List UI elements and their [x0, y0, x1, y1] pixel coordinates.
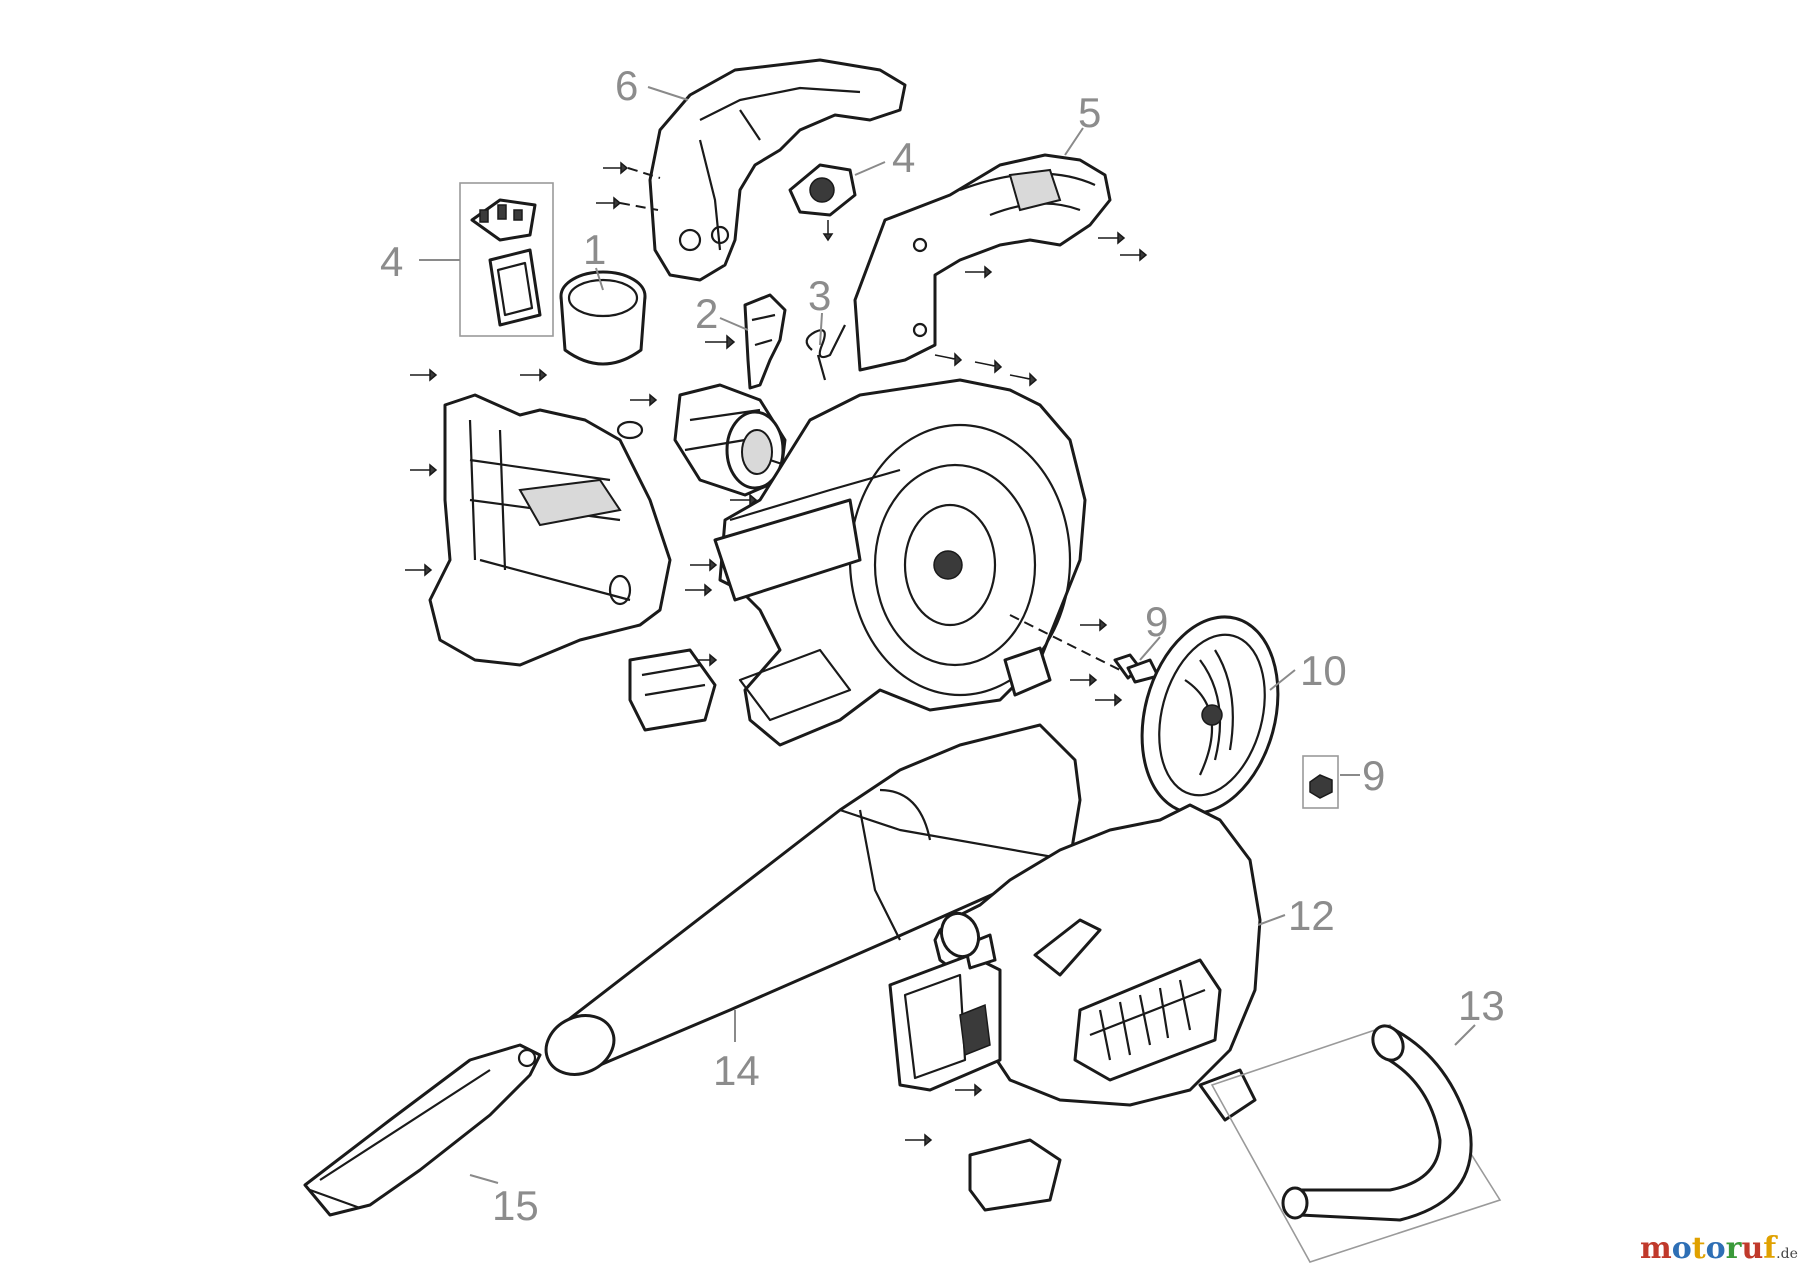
screws-left-housing	[405, 368, 658, 577]
motoruf-watermark: motoruf.de	[1640, 1231, 1798, 1266]
callout-numbers: 6 5 4 4 1 2 3 9 10 9 12 13 14 15	[380, 62, 1505, 1229]
callout-3: 3	[808, 272, 831, 319]
screws-part-6	[596, 161, 661, 211]
left-housing-half	[428, 393, 672, 667]
part-14-blower-tube	[544, 723, 1082, 1076]
part-4-circuit-board	[459, 182, 554, 337]
part-3-spring	[805, 324, 846, 381]
callout-4-board: 4	[380, 238, 403, 285]
callout-15: 15	[492, 1182, 539, 1229]
part-1-ring	[559, 270, 647, 366]
part-13-pipe	[1210, 1024, 1502, 1263]
callout-9-nut: 9	[1362, 752, 1385, 799]
callout-4-switch: 4	[892, 134, 915, 181]
part-2-trigger	[705, 293, 787, 390]
callout-14: 14	[713, 1047, 760, 1094]
callout-6: 6	[615, 62, 638, 109]
screws-part-12	[905, 1083, 983, 1147]
callout-13: 13	[1458, 982, 1505, 1029]
callout-9-shaft: 9	[1145, 598, 1168, 645]
callout-5: 5	[1078, 89, 1101, 136]
leader-lines	[419, 86, 1476, 1184]
part-9-nut	[1302, 755, 1339, 809]
part-9-shaft-adapter	[1009, 614, 1160, 707]
callout-1: 1	[583, 226, 606, 273]
part-12-blower-body	[888, 803, 1262, 1212]
part-15-nozzle	[303, 1043, 542, 1217]
callout-2: 2	[695, 290, 718, 337]
part-4-switch	[788, 163, 857, 242]
screws-part-5	[934, 231, 1148, 387]
callout-12: 12	[1288, 892, 1335, 939]
watermark-logo: motoruf.de	[1640, 1231, 1798, 1266]
right-housing-half	[713, 378, 1087, 747]
callout-10: 10	[1300, 647, 1347, 694]
part-6-handle-shell	[648, 58, 907, 282]
motor-bracket	[628, 648, 717, 732]
part-5-main-handle	[853, 153, 1112, 372]
